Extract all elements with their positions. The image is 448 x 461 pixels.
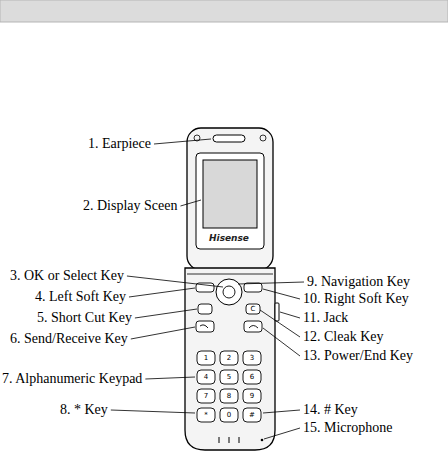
- callout-label: 9. Navigation Key: [307, 273, 410, 291]
- leader-line: [127, 276, 223, 287]
- key-legend: 9: [250, 392, 254, 400]
- callout-label: 15. Microphone: [303, 419, 392, 437]
- keypad-key: [220, 389, 238, 403]
- flip-housing: [187, 128, 273, 270]
- send-icon: [200, 325, 208, 328]
- callout-label: 7. Alphanumeric Keypad: [2, 370, 142, 388]
- leader-line: [154, 139, 211, 144]
- key-legend: 6: [250, 373, 254, 381]
- callout-label: 4. Left Soft Key: [35, 288, 126, 306]
- key-legend: 1: [204, 354, 208, 362]
- earpiece-slot: [213, 135, 245, 142]
- key-legend: 7: [204, 392, 208, 400]
- key-legend: 0: [227, 411, 231, 419]
- callout-label: 8. * Key: [60, 401, 108, 419]
- callout-label: 5. Short Cut Key: [37, 309, 132, 327]
- leader-line: [129, 288, 195, 297]
- leader-line: [260, 310, 300, 337]
- screw: [260, 135, 266, 141]
- key-legend: 5: [227, 373, 231, 381]
- keypad-key: [243, 351, 261, 365]
- leader-line: [135, 309, 197, 318]
- callout-label: 3. OK or Select Key: [10, 267, 124, 285]
- navigation-key: [216, 279, 242, 305]
- leader-line: [280, 312, 300, 318]
- leader-line: [131, 327, 195, 339]
- keypad-key: [220, 351, 238, 365]
- mic-hole: [219, 437, 220, 443]
- keypad-key: [243, 389, 261, 403]
- callout-label: 12. Cleak Key: [303, 328, 383, 346]
- brand-logo: Hisense: [209, 233, 249, 243]
- clear-key: [246, 304, 260, 314]
- base-housing: [185, 268, 275, 450]
- keypad-key: [243, 408, 261, 422]
- key-legend: *: [204, 411, 208, 419]
- right-soft-key: [244, 283, 262, 292]
- jack: [275, 303, 279, 321]
- keypad-key: [197, 370, 215, 384]
- key-legend: 8: [227, 392, 231, 400]
- keypad-key: [197, 408, 215, 422]
- send-key: [196, 321, 214, 332]
- microphone: [261, 439, 264, 442]
- callout-label: 10. Right Soft Key: [303, 290, 409, 308]
- mic-hole: [229, 437, 230, 443]
- callout-label: 2. Display Sceen: [83, 197, 177, 215]
- leader-line: [238, 282, 304, 284]
- key-legend: #: [249, 411, 255, 419]
- keypad-key: [220, 408, 238, 422]
- leader-line: [263, 289, 300, 299]
- display-screen: [203, 160, 257, 228]
- end-icon: [249, 326, 258, 329]
- callout-label: 1. Earpiece: [88, 135, 151, 153]
- leader-line: [264, 428, 300, 439]
- end-key: [244, 321, 262, 332]
- callout-label: 14. # Key: [303, 401, 358, 419]
- screen-bezel: [196, 153, 264, 249]
- leader-line: [145, 377, 195, 379]
- callout-label: 6. Send/Receive Key: [10, 330, 128, 348]
- keypad: [197, 351, 261, 422]
- key-legend: C: [251, 305, 256, 313]
- key-legend: 2: [227, 354, 231, 362]
- header-bar: [0, 0, 448, 22]
- callout-label: 11. Jack: [303, 309, 348, 327]
- keypad-key: [243, 370, 261, 384]
- ok-key: [223, 286, 235, 298]
- leader-line: [263, 410, 300, 413]
- mic-hole: [239, 437, 240, 443]
- hinge-line: [187, 274, 273, 275]
- keypad-key: [197, 389, 215, 403]
- shortcut-key: [198, 304, 212, 314]
- callout-label: 13. Power/End Key: [303, 347, 413, 365]
- key-legend: 4: [204, 373, 208, 381]
- keypad-key: [220, 370, 238, 384]
- key-legend: 3: [250, 354, 254, 362]
- leader-line: [180, 200, 201, 206]
- keypad-key: [197, 351, 215, 365]
- leader-line: [263, 328, 300, 356]
- leader-line: [111, 410, 195, 413]
